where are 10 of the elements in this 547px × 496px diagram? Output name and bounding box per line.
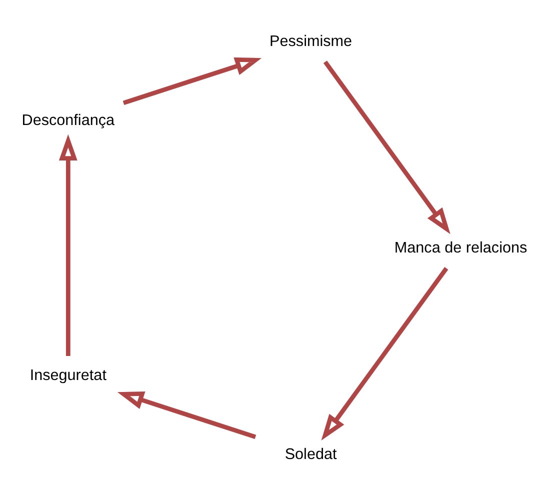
node-text: Soledat: [284, 445, 337, 462]
node-text: Pessimisme: [270, 32, 352, 50]
node-text: Manca de relacions: [394, 239, 528, 256]
node-text: Inseguretat: [30, 366, 106, 384]
arrow: [58, 134, 78, 356]
arrow: [321, 266, 448, 440]
arrow: [122, 56, 262, 105]
arrow: [117, 390, 256, 439]
node-text: Desconfiança: [22, 111, 115, 128]
arrow: [323, 60, 450, 234]
